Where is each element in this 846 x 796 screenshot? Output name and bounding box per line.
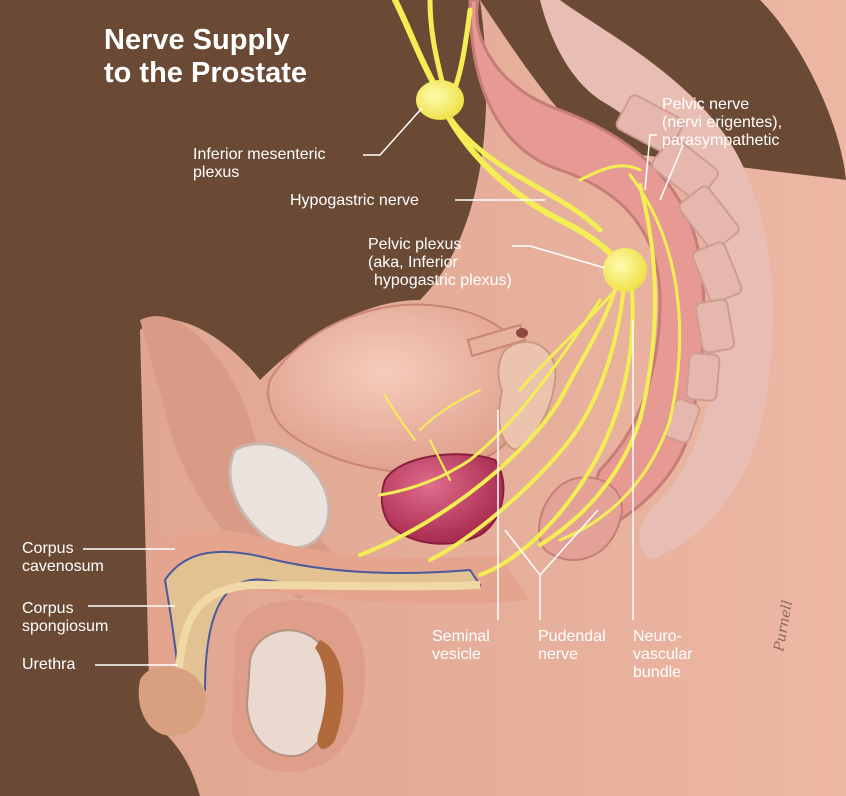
label-line: hypogastric plexus) — [374, 272, 512, 289]
prostate — [380, 453, 505, 545]
label-line: bundle — [633, 664, 682, 681]
sacrum — [615, 94, 743, 444]
label-hypogastric-nerve: Hypogastric nerve — [290, 192, 419, 210]
pelvic-plexus-ganglion — [603, 248, 647, 292]
title-line-2: to the Prostate — [104, 57, 308, 89]
label-line: parasympathetic — [662, 132, 780, 149]
rectal-wall — [540, 0, 774, 560]
label-pelvic-nerve: Pelvic nerve (nervi erigentes), parasymp… — [662, 96, 782, 150]
label-line: Pelvic plexus — [368, 236, 462, 253]
label-line: Neuro- — [633, 628, 682, 645]
label-seminal-vesicle: Seminal vesicle — [432, 628, 490, 664]
label-line: Hypogastric nerve — [290, 192, 419, 209]
corpus-spongiosum-shape — [174, 580, 481, 691]
title-line-1: Nerve Supply — [104, 24, 290, 56]
nerves — [358, 0, 682, 577]
label-line: (nervi erigentes), — [662, 114, 783, 131]
label-line: Inferior mesenteric — [193, 146, 326, 163]
label-line: Seminal — [432, 628, 490, 645]
label-line: Urethra — [22, 656, 76, 673]
seminal-vesicle-shape — [497, 340, 557, 452]
label-line: vascular — [633, 646, 693, 663]
epididymis — [315, 640, 344, 750]
glans — [138, 666, 206, 736]
label-line: Pelvic nerve — [662, 96, 750, 113]
label-line: Corpus — [22, 540, 74, 557]
label-line: (aka, Inferior — [368, 254, 458, 271]
symphysis — [228, 442, 331, 550]
label-neurovascular-bundle: Neuro- vascular bundle — [633, 628, 693, 682]
label-urethra: Urethra — [22, 656, 75, 674]
label-pudendal-nerve: Pudendal nerve — [538, 628, 606, 664]
label-corpus-cavenosum: Corpus cavenosum — [22, 540, 104, 576]
label-pelvic-plexus: Pelvic plexus (aka, Inferior hypogastric… — [368, 236, 512, 290]
leader-lines — [83, 107, 684, 666]
label-corpus-spongiosum: Corpus spongiosum — [22, 600, 108, 636]
ureter — [466, 323, 527, 358]
label-line: Corpus — [22, 600, 74, 617]
label-line: nerve — [538, 646, 579, 663]
label-line: cavenosum — [22, 558, 104, 575]
label-line: spongiosum — [22, 618, 109, 635]
diagram-title: Nerve Supply to the Prostate — [104, 24, 307, 90]
label-line: plexus — [193, 164, 240, 181]
label-line: Pudendal — [538, 628, 606, 645]
inferior-mesenteric-ganglion — [416, 80, 464, 120]
label-inferior-mesenteric-plexus: Inferior mesenteric plexus — [193, 146, 326, 182]
label-line: vesicle — [432, 646, 481, 663]
